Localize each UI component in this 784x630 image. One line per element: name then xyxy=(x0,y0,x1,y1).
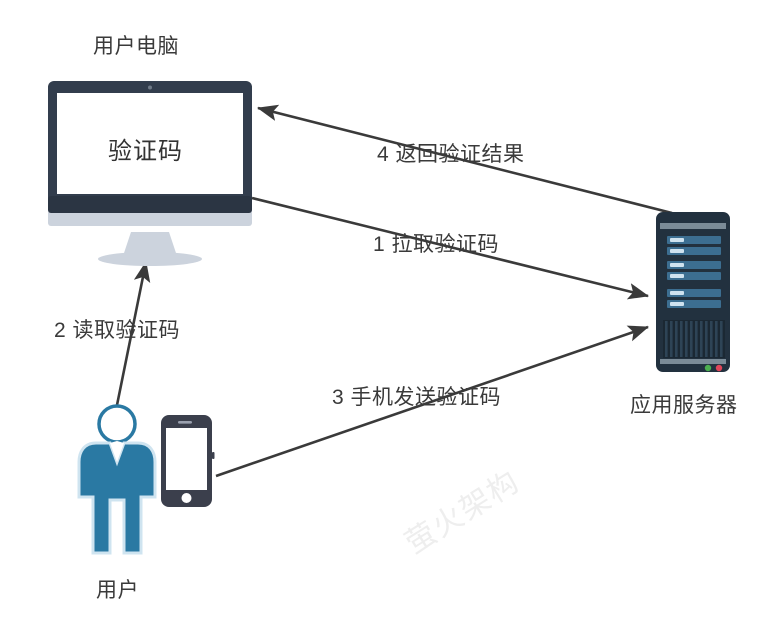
person-icon xyxy=(77,404,157,555)
flow-label-4: 4 返回验证结果 xyxy=(377,143,525,166)
caption-app-server: 应用服务器 xyxy=(630,394,738,417)
monitor-screen-text: 验证码 xyxy=(108,138,183,165)
flow-label-3: 3 手机发送验证码 xyxy=(332,386,502,409)
caption-user-computer: 用户电脑 xyxy=(93,35,179,58)
flow-arrow-3 xyxy=(215,325,649,478)
caption-user: 用户 xyxy=(96,579,139,602)
flow-label-1: 1 拉取验证码 xyxy=(373,233,500,256)
server-tower-icon xyxy=(656,212,730,372)
desktop-monitor-icon xyxy=(48,81,252,266)
flow-label-2: 2 读取验证码 xyxy=(54,319,181,342)
flow-arrow-4 xyxy=(256,104,673,215)
flow-arrow-2 xyxy=(114,260,151,411)
server-led-red xyxy=(715,364,723,372)
smartphone-icon xyxy=(161,415,215,507)
server-led-green xyxy=(704,364,712,372)
flow-arrow-1 xyxy=(251,196,650,300)
